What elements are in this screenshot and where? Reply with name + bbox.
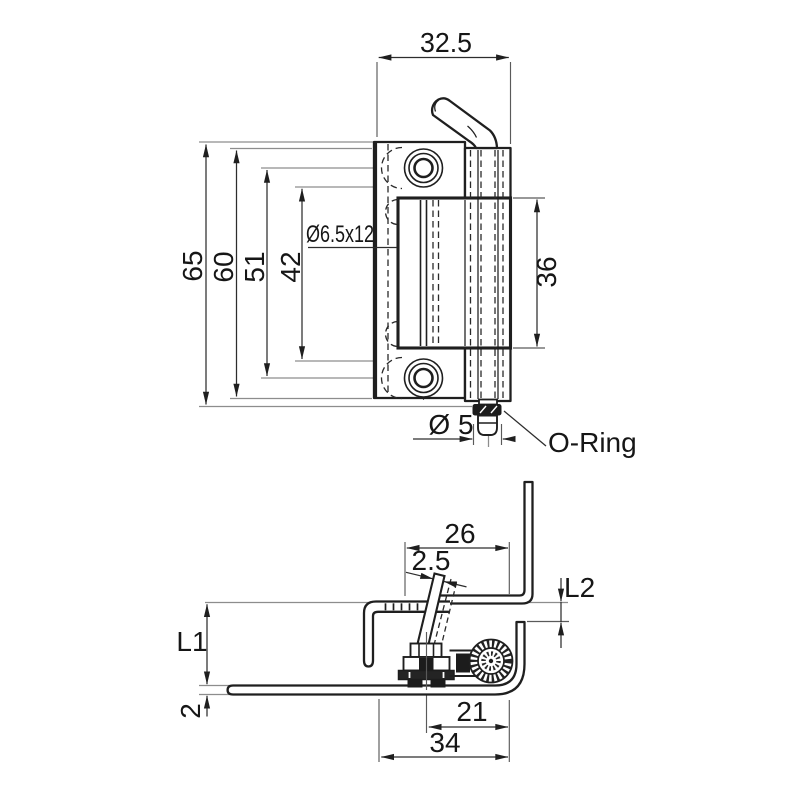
dim-label-26: 26 — [444, 518, 475, 549]
hinge-pin — [472, 398, 502, 436]
label-o-ring: O-Ring — [548, 427, 637, 458]
dim-label-slot: Ø6.5x12 — [306, 221, 374, 248]
dim-label-sheet-2: 2 — [175, 703, 206, 719]
o-ring — [472, 404, 502, 416]
section-view: 26 2.5 L2 L1 2 21 34 — [175, 480, 595, 762]
front-view-dimensions — [202, 54, 547, 447]
dim-label-34: 34 — [429, 727, 460, 758]
dim-label-l1: L1 — [176, 626, 207, 657]
roller — [468, 638, 514, 684]
dim-label-42: 42 — [275, 251, 306, 282]
hinge-center-section — [396, 196, 513, 350]
hinge-body-front — [372, 97, 513, 436]
section-view-extension-lines — [199, 542, 569, 762]
front-view: 32.5 65 60 51 42 Ø6.5x12 36 Ø 5 O-Ring — [177, 27, 637, 458]
dim-label-60: 60 — [208, 251, 239, 282]
screw-hole-bottom — [403, 358, 444, 398]
hinge-section-geometry — [226, 480, 534, 696]
hinge-lever-front — [430, 97, 499, 150]
link-bar — [449, 649, 477, 677]
dim-label-l2: L2 — [564, 572, 595, 603]
dim-label-21: 21 — [456, 696, 487, 727]
dim-label-51: 51 — [239, 251, 270, 282]
dim-label-2-5: 2.5 — [412, 545, 451, 576]
screw-hole-top — [403, 148, 444, 188]
hinge-leaf-section — [362, 600, 450, 668]
dim-label-65: 65 — [177, 250, 208, 281]
dim-label-width-top: 32.5 — [420, 27, 472, 58]
leaf-clamp-hatch — [384, 603, 419, 611]
dim-label-36: 36 — [531, 256, 562, 287]
frame-panel-section — [226, 620, 526, 696]
o-ring-leader — [503, 410, 547, 447]
dim-label-pin-dia: Ø 5 — [428, 409, 473, 440]
section-view-dimensions — [203, 544, 565, 761]
